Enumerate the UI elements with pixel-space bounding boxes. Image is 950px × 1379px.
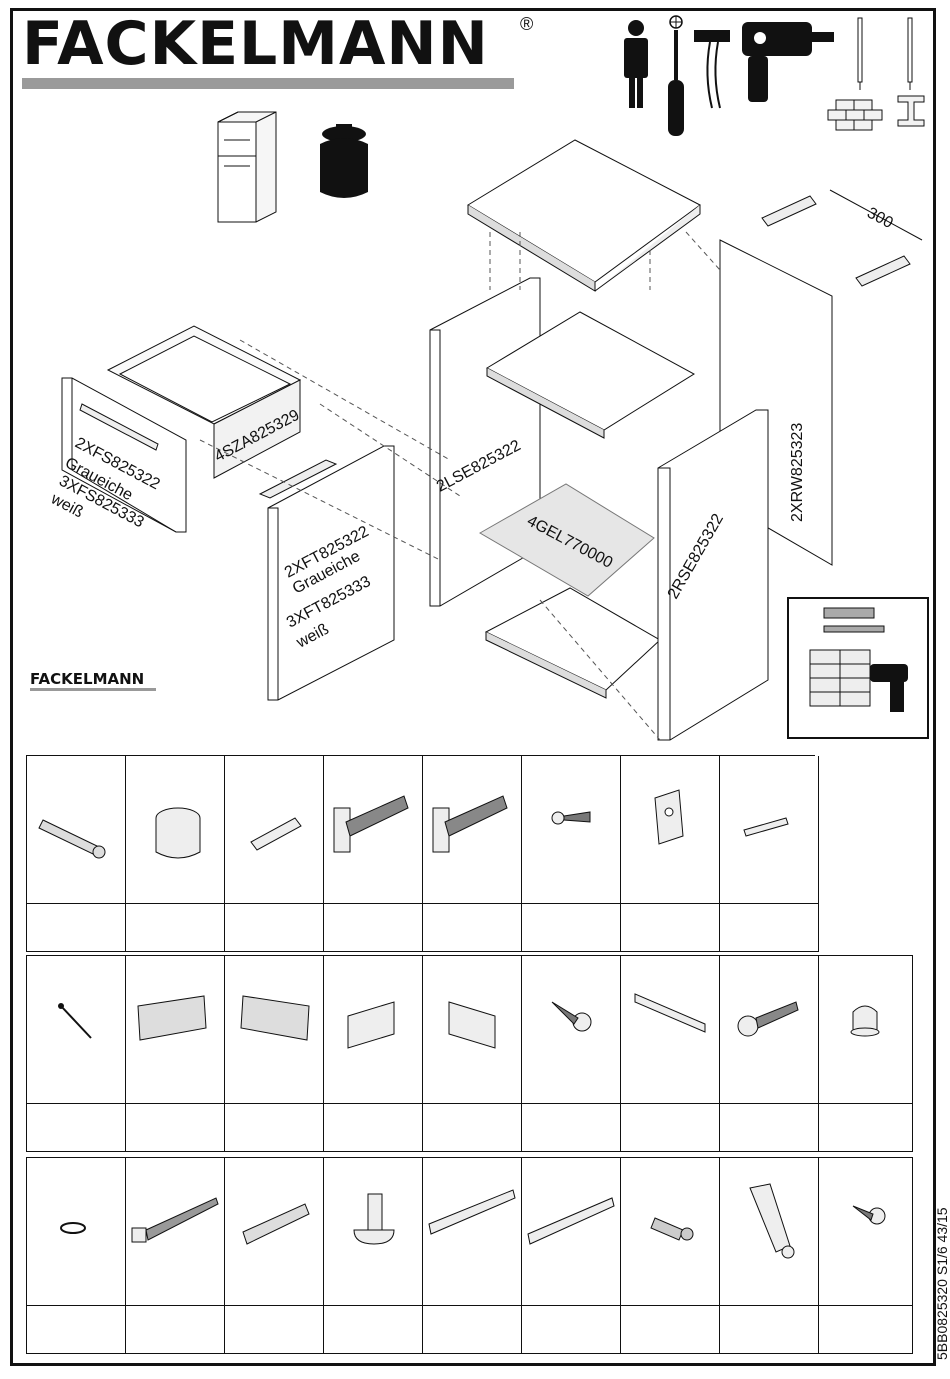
part-cell-hinge-plate	[621, 756, 720, 904]
qty-cell	[27, 1104, 126, 1152]
top-panel	[468, 140, 700, 291]
drawer-runner-icon	[423, 1158, 521, 1305]
lag-screw-icon	[126, 1158, 224, 1305]
footer-brand-logo: FACKELMANN	[30, 670, 144, 688]
qty-cell	[225, 904, 324, 952]
part-cell-hanger-b	[225, 956, 324, 1104]
parts-table-row-3	[26, 1157, 913, 1354]
part-cell-plastic-foot	[819, 956, 913, 1104]
qty-cell	[126, 1306, 225, 1354]
drill-bit-icon	[858, 18, 912, 90]
part-cell-cam-lock	[126, 756, 225, 904]
part-cell-handle-screw	[720, 956, 819, 1104]
qty-cell	[27, 1306, 126, 1354]
part-cell-hinge-a	[324, 756, 423, 904]
connector-bolt-icon	[27, 756, 125, 903]
part-cell-dowel	[225, 756, 324, 904]
part-cell-wood-screw	[522, 756, 621, 904]
qty-cell	[720, 1306, 819, 1354]
qty-cell	[225, 1104, 324, 1152]
glue-tube-icon	[720, 1158, 818, 1305]
handle-bar-icon	[621, 956, 719, 1103]
assembly-illustration: 300 2XFS825322 Graueiche 3XFS825333 weiß…	[0, 0, 950, 760]
qty-cell	[324, 904, 423, 952]
countersunk-screw-icon	[522, 956, 620, 1103]
brick-wall-icon	[828, 100, 882, 130]
qty-cell	[423, 1306, 522, 1354]
part-cell-runner-b	[522, 1158, 621, 1306]
qty-cell	[819, 1306, 913, 1354]
cabinet-hanger-icon	[126, 956, 224, 1103]
part-cell-countersunk	[522, 956, 621, 1104]
part-cell-hinge-b	[423, 756, 522, 904]
hammer-icon	[694, 30, 730, 108]
cam-lock-icon	[126, 756, 224, 903]
cover-cap-icon	[423, 956, 521, 1103]
qty-cell	[126, 904, 225, 952]
parts-table-row-1	[26, 755, 815, 952]
plastic-foot-icon	[819, 956, 912, 1103]
bottom-shelf	[486, 588, 660, 698]
part-cell-cover-b	[423, 956, 522, 1104]
part-cell-cover-a	[324, 956, 423, 1104]
qty-cell	[27, 904, 126, 952]
qty-cell	[126, 1104, 225, 1152]
back-wall-code: 2XRW825323	[789, 423, 806, 522]
pan-head-screw-icon	[819, 1158, 912, 1305]
qty-cell	[522, 1306, 621, 1354]
shelf-support-icon	[324, 1158, 422, 1305]
qty-cell	[522, 904, 621, 952]
drill-icon	[742, 22, 834, 102]
qty-cell	[819, 1104, 913, 1152]
footer-brand-underline	[30, 688, 156, 691]
qty-cell	[522, 1104, 621, 1152]
document-code: 5BB0825320 S1/6 43/15	[934, 1207, 950, 1360]
drill-instruction-inset	[788, 598, 928, 738]
part-cell-shelf-support	[324, 1158, 423, 1306]
part-cell-lag-screw	[126, 1158, 225, 1306]
qty-cell	[720, 1104, 819, 1152]
hinge-icon	[423, 756, 521, 903]
qty-cell	[621, 1306, 720, 1354]
qty-cell	[324, 1104, 423, 1152]
part-cell-logo-plate	[720, 756, 819, 904]
wood-screw-icon	[522, 756, 620, 903]
cabinet-hanger-icon	[225, 956, 323, 1103]
dimension-value: 300	[864, 205, 896, 233]
euro-screw-icon	[621, 1158, 719, 1305]
nail-icon	[27, 956, 125, 1103]
qty-cell	[423, 904, 522, 952]
person-icon	[624, 20, 648, 108]
hinge-plate-icon	[621, 756, 719, 903]
drawer-runner-icon	[522, 1158, 620, 1305]
part-cell-handle	[621, 956, 720, 1104]
wooden-dowel-icon	[225, 756, 323, 903]
cabinet-thumbnail	[218, 112, 276, 222]
part-cell-connector-bolt	[27, 756, 126, 904]
part-cell-glue	[720, 1158, 819, 1306]
logo-plate-icon	[720, 756, 818, 903]
steel-beam-icon	[898, 96, 924, 126]
qty-cell	[324, 1306, 423, 1354]
part-cell-pan-screw	[819, 1158, 913, 1306]
hinge-icon	[324, 756, 422, 903]
weight-icon	[320, 124, 368, 198]
washer-icon	[27, 1158, 125, 1305]
parts-table-row-2	[26, 955, 913, 1152]
qty-cell	[225, 1306, 324, 1354]
qty-cell	[621, 1104, 720, 1152]
part-cell-nail	[27, 956, 126, 1104]
part-cell-runner-a	[423, 1158, 522, 1306]
screwdriver-icon	[668, 16, 684, 136]
part-cell-wall-plug	[225, 1158, 324, 1306]
cover-cap-icon	[324, 956, 422, 1103]
qty-cell	[423, 1104, 522, 1152]
part-cell-washer	[27, 1158, 126, 1306]
handle-screw-icon	[720, 956, 818, 1103]
wall-plug-icon	[225, 1158, 323, 1305]
part-cell-hanger-a	[126, 956, 225, 1104]
part-cell-euro-screw	[621, 1158, 720, 1306]
qty-cell	[720, 904, 819, 952]
qty-cell	[621, 904, 720, 952]
